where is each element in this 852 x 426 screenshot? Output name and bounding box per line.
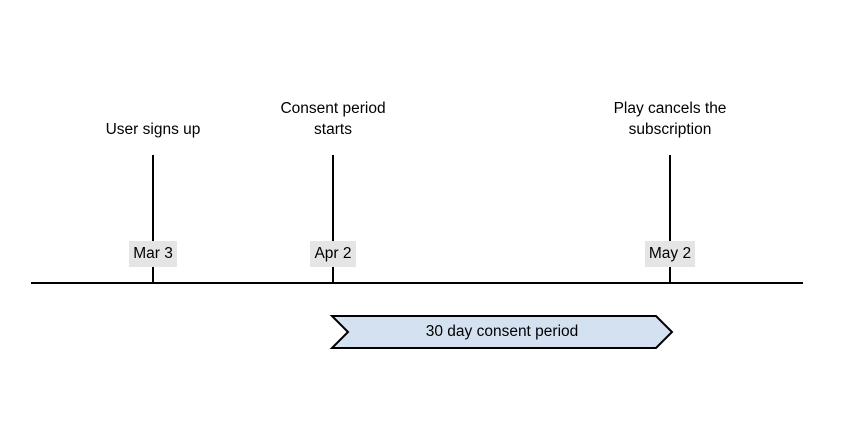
marker-tick-user-signs-up (152, 155, 154, 283)
date-chip-apr-2: Apr 2 (310, 241, 356, 267)
marker-tick-consent-period-starts (332, 155, 334, 283)
marker-date-consent-period-starts: Apr 2 (263, 241, 403, 267)
date-chip-mar-3: Mar 3 (129, 241, 177, 267)
chevron-banner-icon (329, 315, 674, 349)
marker-label-consent-period-starts: Consent period starts (280, 100, 386, 138)
marker-date-user-signs-up: Mar 3 (83, 241, 223, 267)
marker-date-play-cancels-subscription: May 2 (600, 241, 740, 267)
marker-label-user-signs-up: User signs up (105, 121, 201, 138)
date-chip-may-2: May 2 (644, 241, 696, 267)
consent-period-banner: 30 day consent period (329, 315, 674, 349)
marker-tick-play-cancels-subscription (669, 155, 671, 283)
timeline-axis (31, 282, 803, 284)
marker-label-play-cancels-subscription: Play cancels the subscription (613, 100, 727, 138)
